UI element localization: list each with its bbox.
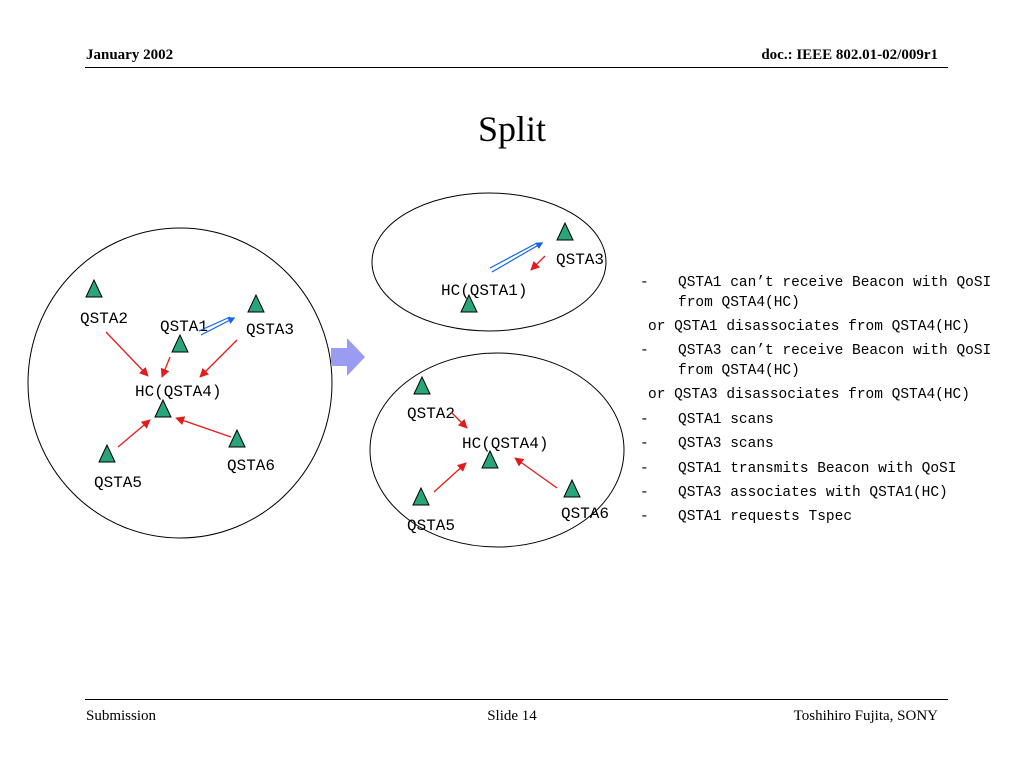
note-marker: - [640, 343, 649, 360]
note-item: - QSTA1 requests Tspec [640, 505, 1015, 529]
note-text: QSTA3 associates with QSTA1(HC) [678, 485, 948, 502]
assoc-arrow-qsta2 [105, 331, 149, 377]
header-date: January 2002 [86, 47, 174, 63]
note-item: - QSTA1 scans [640, 408, 1015, 432]
header-rule [85, 67, 948, 68]
hc-qsta1-label: HC(QSTA1) [441, 282, 527, 300]
note-marker: - [640, 411, 649, 428]
note-text: QSTA3 scans [678, 436, 774, 453]
qsta3-node-icon [247, 293, 265, 313]
note-item: - QSTA3 can’t receive Beacon with QoSI f… [640, 339, 1015, 383]
bss-ellipse-before [27, 227, 333, 539]
qsta1-label: QSTA1 [160, 318, 208, 336]
beacon-arrow-before [200, 317, 236, 336]
qsta6-label: QSTA6 [227, 457, 275, 475]
note-item: or QSTA1 disassociates from QSTA4(HC) [640, 315, 1015, 339]
note-marker: - [640, 275, 649, 291]
note-item: - QSTA1 transmits Beacon with QoSI [640, 457, 1015, 481]
qsta2-label: QSTA2 [80, 310, 128, 328]
beacon-arrow-line-a [198, 316, 231, 332]
assoc-arrow-qsta3-new [530, 255, 546, 271]
note-marker: - [640, 509, 649, 526]
note-text: QSTA1 can’t receive Beacon with QoSI fro… [678, 275, 992, 311]
note-item: - QSTA1 can’t receive Beacon with QoSI f… [640, 271, 1015, 315]
header-doc-id: doc.: IEEE 802.01-02/009r1 [761, 47, 938, 63]
qsta3-label: QSTA3 [556, 251, 604, 269]
hc-qsta4-node-icon [481, 449, 499, 469]
footer-slide-number: Slide 14 [487, 708, 537, 724]
assoc-arrow-qsta2 [450, 411, 468, 429]
note-item: - QSTA3 scans [640, 432, 1015, 456]
assoc-arrow-qsta3 [199, 339, 238, 378]
qsta5-node-icon [98, 443, 116, 463]
note-marker: - [640, 485, 649, 502]
beacon-arrow-line-b [489, 242, 538, 269]
qsta6-label: QSTA6 [561, 505, 609, 523]
qsta3-node-icon [556, 221, 574, 241]
transition-arrow-icon [331, 338, 365, 376]
hc-qsta4-node-icon [154, 398, 172, 418]
note-item: - QSTA3 associates with QSTA1(HC) [640, 481, 1015, 505]
assoc-arrow-qsta6 [175, 416, 232, 438]
qsta2-node-icon [85, 278, 103, 298]
slide-title: Split [477, 109, 547, 149]
qsta6-node-icon [563, 478, 581, 498]
note-text: or QSTA3 disassociates from QSTA4(HC) [648, 387, 970, 404]
bss-ellipse-after-bottom [369, 352, 625, 548]
assoc-arrow-qsta1 [160, 356, 171, 378]
qsta5-label: QSTA5 [94, 474, 142, 492]
footer-rule [85, 699, 948, 700]
note-item: or QSTA3 disassociates from QSTA4(HC) [640, 383, 1015, 407]
qsta2-node-icon [413, 375, 431, 395]
footer-author: Toshihiro Fujita, SONY [793, 708, 938, 724]
note-text: QSTA1 transmits Beacon with QoSI [678, 460, 957, 477]
qsta5-label: QSTA5 [407, 517, 455, 535]
bss-ellipse-after-top [371, 192, 607, 332]
beacon-arrow-after [491, 242, 544, 273]
note-marker: - [640, 436, 649, 453]
note-text: QSTA1 requests Tspec [678, 509, 853, 526]
hc-qsta4-label: HC(QSTA4) [462, 435, 548, 453]
note-text: or QSTA1 disassociates from QSTA4(HC) [648, 319, 970, 335]
qsta1-node-icon [171, 333, 189, 353]
hc-qsta1-node-icon [460, 293, 478, 313]
note-text: QSTA1 scans [678, 411, 774, 428]
qsta6-node-icon [228, 428, 246, 448]
qsta5-node-icon [412, 486, 430, 506]
qsta2-label: QSTA2 [407, 405, 455, 423]
event-notes: - QSTA1 can’t receive Beacon with QoSI f… [640, 271, 1015, 530]
assoc-arrow-qsta5 [433, 462, 467, 493]
qsta3-label: QSTA3 [246, 321, 294, 339]
assoc-arrow-qsta5 [117, 419, 151, 448]
hc-qsta4-label: HC(QSTA4) [135, 383, 221, 401]
note-text: QSTA3 can’t receive Beacon with QoSI fro… [678, 343, 992, 380]
footer-submission: Submission [86, 708, 157, 724]
note-marker: - [640, 460, 649, 477]
assoc-arrow-qsta6 [514, 457, 558, 489]
